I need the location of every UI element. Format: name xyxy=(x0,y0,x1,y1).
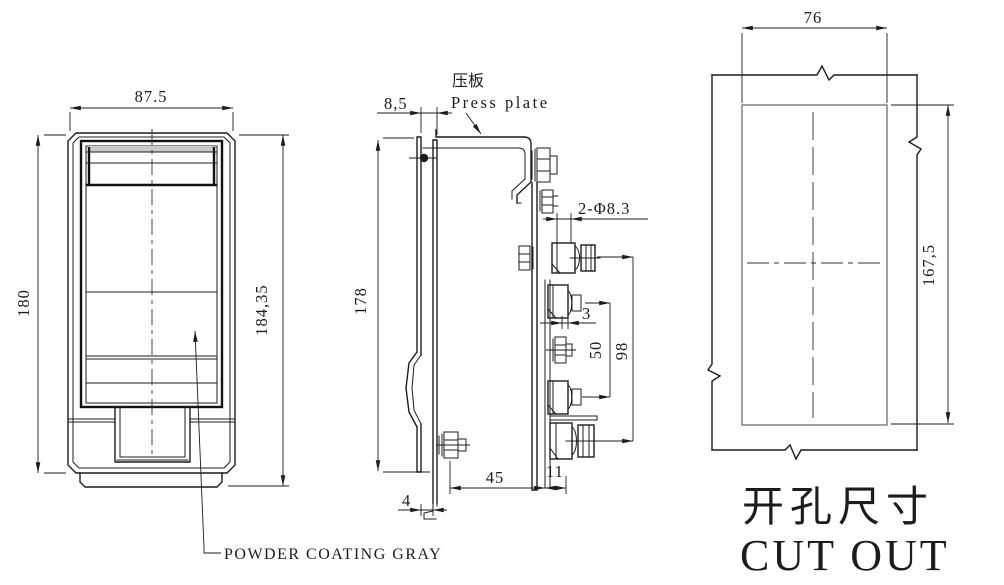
front-base-plate xyxy=(79,472,223,488)
dim-front-height-total-label: 184,35 xyxy=(252,284,271,335)
dim-tab-label: 11 xyxy=(546,462,564,481)
front-body-outline xyxy=(67,132,236,474)
side-dim-depth: 45 xyxy=(449,461,567,494)
cutout-opening-rect xyxy=(741,104,888,426)
side-dim-holes: 2-Φ8.3 xyxy=(543,199,648,244)
press-plate-label-en: Press plate xyxy=(451,93,550,112)
cutout-title-cn: 开孔尺寸 xyxy=(742,485,934,531)
front-handle-cup xyxy=(114,406,191,463)
side-foot-bolt xyxy=(436,431,470,459)
side-dim-offset: 3 xyxy=(540,304,596,329)
rear-plate-stud xyxy=(518,245,534,271)
dim-thickness-label: 4 xyxy=(402,491,411,510)
latch-tongue xyxy=(550,415,598,421)
side-latch-assembly xyxy=(549,422,601,460)
side-view: 压板 Press plate 8,5 178 2-Φ8.3 3 xyxy=(351,72,648,520)
dim-front-height-body-label: 180 xyxy=(14,289,33,317)
side-bracket-mid xyxy=(547,284,582,319)
side-dim-span: 98 xyxy=(597,254,634,444)
front-recessed-panel xyxy=(79,129,224,455)
press-plate-bolt xyxy=(531,147,558,183)
side-mid-stud xyxy=(546,336,576,364)
dim-front-width-label: 87.5 xyxy=(135,87,168,106)
side-dim-tab: 11 xyxy=(544,462,567,491)
press-plate-label-cn: 压板 xyxy=(452,72,484,90)
cutout-title-en: CUT OUT xyxy=(740,531,950,580)
cutout-outer-panel xyxy=(706,64,922,461)
side-dim-bezel-depth: 8,5 xyxy=(377,94,452,135)
cutout-view: 76 167,5 开孔尺寸 CUT OUT xyxy=(706,8,954,580)
cutout-dim-width: 76 xyxy=(741,8,888,103)
dim-side-height-label: 178 xyxy=(351,287,370,315)
front-dim-height-body: 180 xyxy=(14,134,66,474)
front-coating-note: POWDER COATING GRAY xyxy=(193,330,442,563)
dim-pitch-label: 50 xyxy=(586,341,605,360)
press-plate-leader xyxy=(465,112,482,135)
side-bracket-top xyxy=(551,242,601,274)
dim-cutout-width-label: 76 xyxy=(804,8,823,27)
side-press-plate xyxy=(422,129,559,214)
side-bezel xyxy=(405,136,437,473)
side-front-plate xyxy=(423,139,470,520)
side-dim-height: 178 xyxy=(351,137,430,473)
dim-bezel-depth-label: 8,5 xyxy=(384,94,408,113)
note-leader-line xyxy=(193,330,205,549)
cutout-title: 开孔尺寸 CUT OUT xyxy=(740,485,950,580)
dim-depth-label: 45 xyxy=(486,468,505,487)
dim-span-label: 98 xyxy=(612,342,631,361)
dim-holes-label: 2-Φ8.3 xyxy=(578,199,630,218)
side-label-press-plate: 压板 Press plate xyxy=(451,72,550,135)
press-plate-stud xyxy=(536,189,559,214)
dim-offset-label: 3 xyxy=(582,304,591,323)
front-view: 87.5 180 184,35 POWDER COATING GRAY xyxy=(14,87,442,563)
dim-cutout-height-label: 167,5 xyxy=(919,244,938,286)
side-bracket-lower xyxy=(547,380,582,415)
side-dim-pitch: 50 xyxy=(582,300,611,400)
front-dim-height-total: 184,35 xyxy=(228,134,289,487)
side-dim-thickness: 4 xyxy=(398,491,447,516)
cutout-dim-height: 167,5 xyxy=(891,104,954,425)
side-rear-plate xyxy=(518,182,538,491)
side-cup-bulge xyxy=(405,351,418,428)
front-dim-width: 87.5 xyxy=(69,87,234,131)
coating-note-label: POWDER COATING GRAY xyxy=(224,546,442,563)
